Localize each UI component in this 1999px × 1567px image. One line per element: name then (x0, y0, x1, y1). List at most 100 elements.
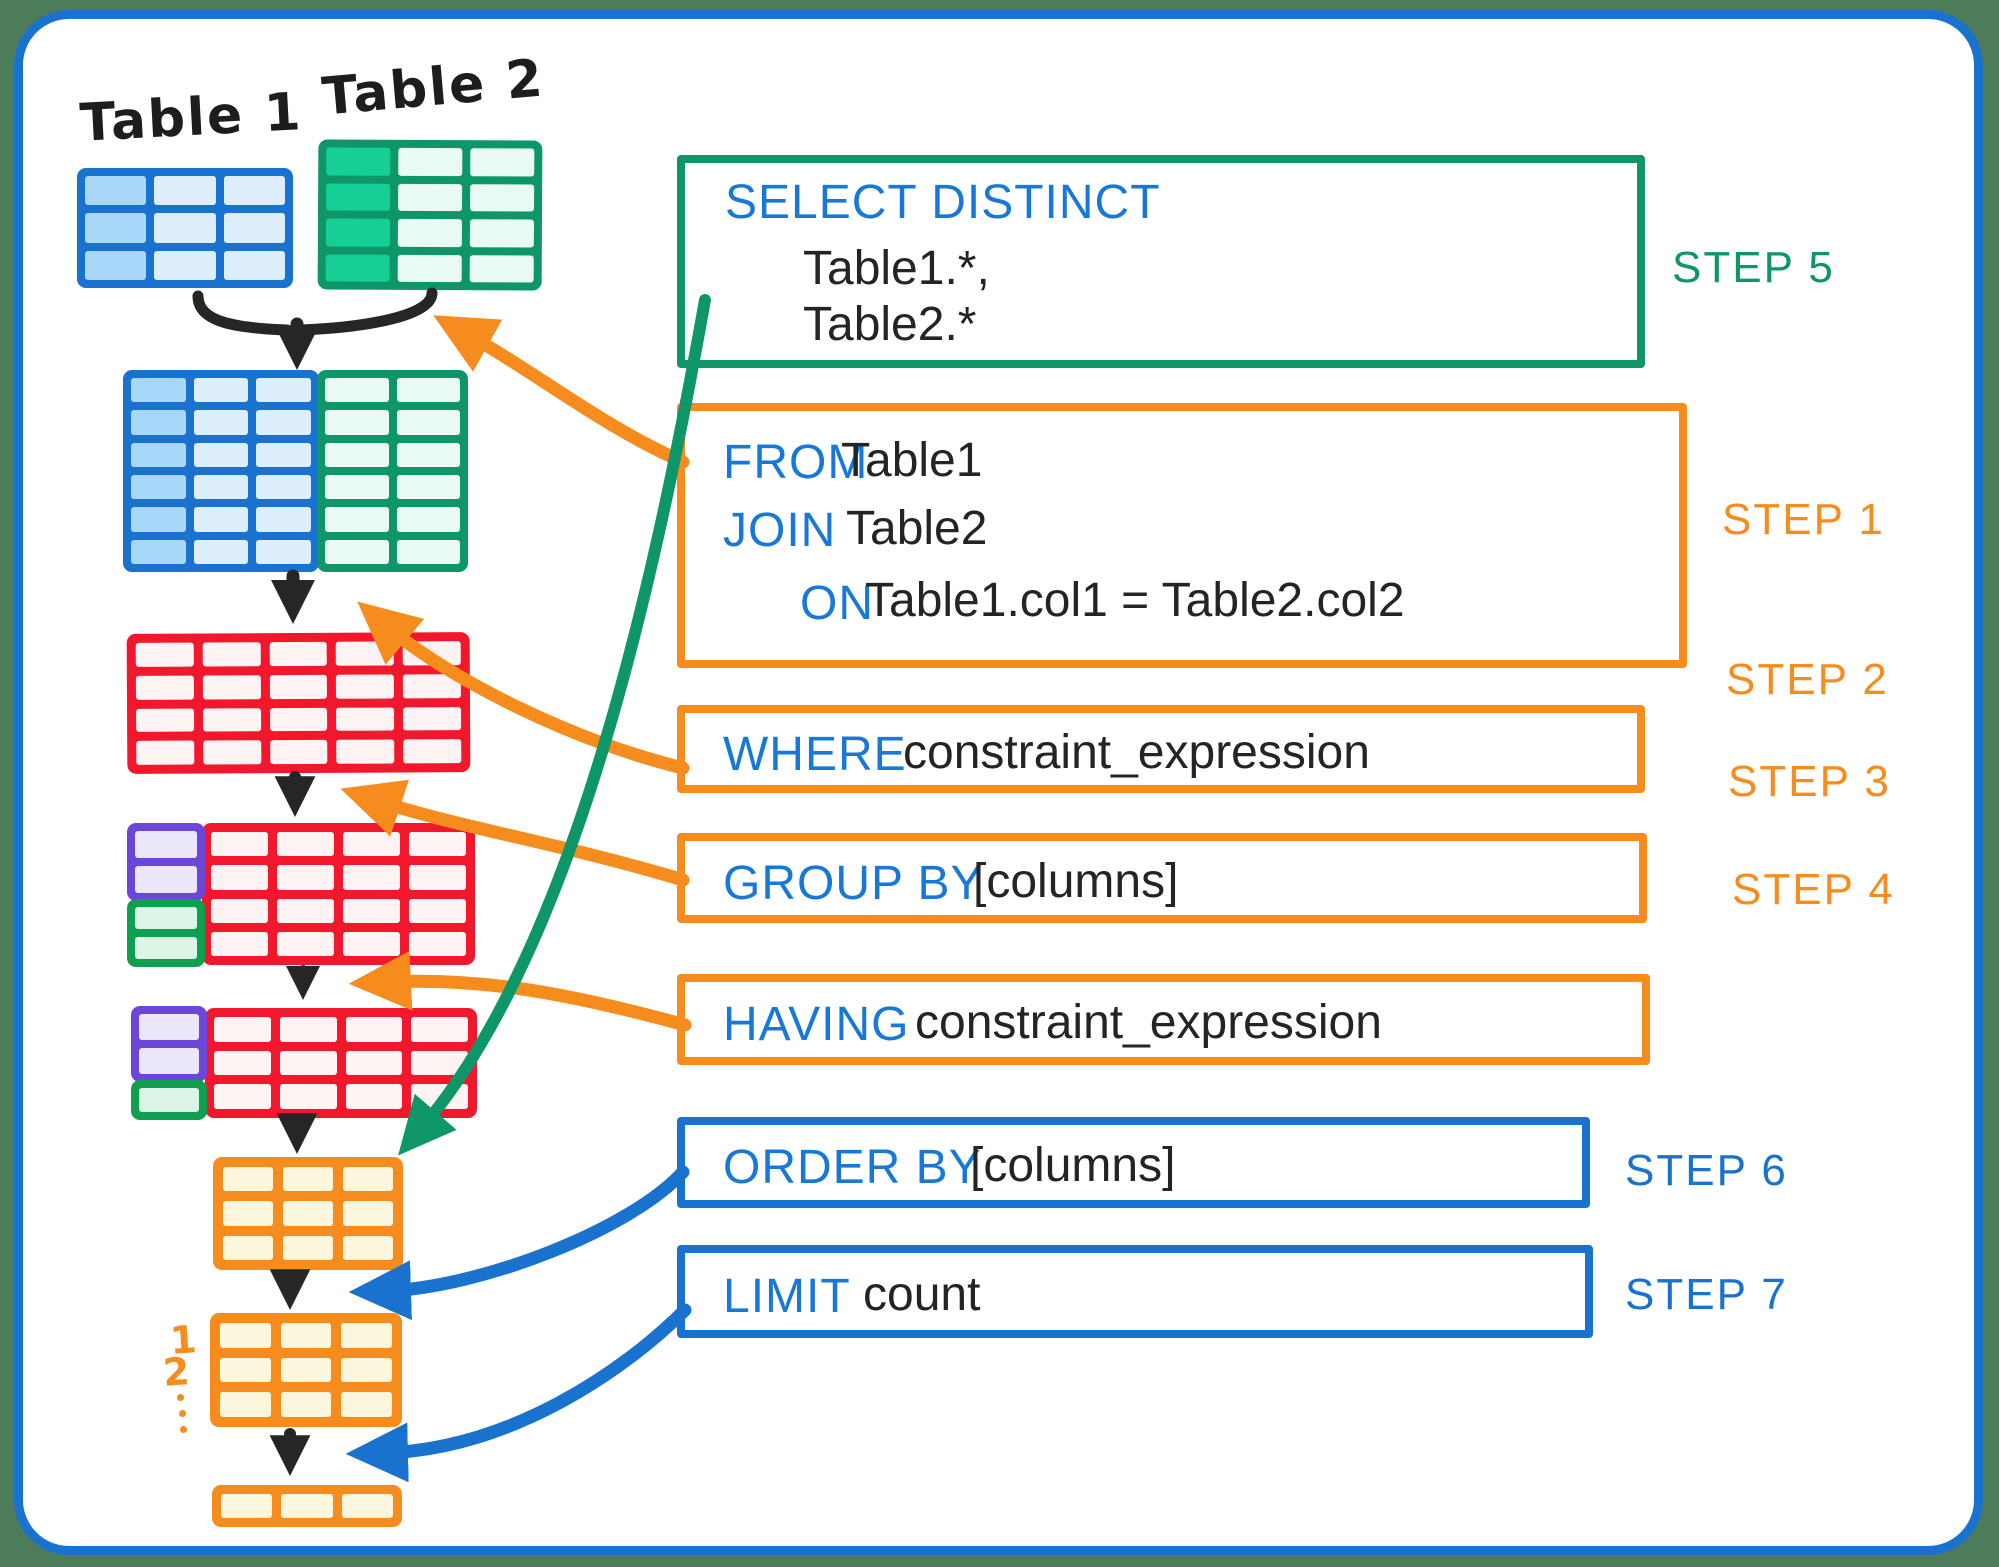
table-cell (283, 1167, 333, 1192)
join-result-blue-part (123, 370, 319, 572)
table-cell (336, 739, 395, 764)
table-cell (396, 442, 460, 467)
table-cell (409, 832, 466, 857)
step-2-label: STEP 2 (1726, 655, 1889, 704)
table-cell (325, 507, 389, 532)
table-cell (325, 475, 389, 500)
table-cell (136, 708, 194, 733)
table-cell (211, 931, 268, 956)
table-cell (280, 1392, 332, 1417)
table-cell (396, 507, 460, 532)
table-cell (398, 147, 463, 176)
group-by-box: GROUP BY [columns] (677, 833, 1647, 923)
table-cell (131, 410, 186, 435)
select-distinct-box: SELECT DISTINCT Table1.*, Table2.* (677, 155, 1645, 368)
on-keyword: ON (800, 577, 874, 630)
groupby-result-table (202, 823, 475, 965)
group-by-keyword: GROUP BY (723, 857, 984, 910)
table-cell (277, 898, 334, 923)
table-cell (223, 250, 285, 280)
table-cell (345, 1084, 403, 1109)
table-cell (154, 250, 216, 280)
table-cell (221, 1494, 273, 1518)
table-cell (256, 475, 311, 500)
table-cell (220, 1357, 271, 1383)
table-cell (343, 865, 400, 890)
table-cell (343, 931, 400, 956)
join-keyword: JOIN (723, 504, 837, 557)
table-cell (341, 1357, 392, 1383)
table-cell (280, 1357, 332, 1383)
where-box: WHERE constraint_expression (677, 705, 1645, 793)
table1-label: Table 1 (78, 82, 304, 154)
table-cell (397, 218, 462, 247)
table-cell (336, 674, 395, 699)
table-cell (193, 539, 249, 564)
table-cell (269, 707, 328, 732)
where-result-table (126, 632, 471, 774)
step-3-label: STEP 3 (1728, 757, 1891, 806)
table2-thumbnail (317, 139, 543, 291)
from-join-box: FROM Table1 JOIN Table2 ON Table1.col1 =… (677, 403, 1687, 668)
table-cell (469, 219, 534, 248)
step-1-label: STEP 1 (1722, 495, 1885, 544)
table-cell (85, 213, 147, 243)
table-cell (269, 641, 328, 666)
table-cell (341, 1494, 393, 1518)
table-cell (397, 254, 462, 283)
having-box: HAVING constraint_expression (677, 974, 1650, 1065)
table-cell (281, 1494, 333, 1518)
table-cell (279, 1084, 337, 1109)
table-cell (325, 539, 389, 564)
step-4-label: STEP 4 (1732, 865, 1895, 914)
ellipsis-dot (177, 1394, 184, 1401)
group-by-arg: [columns] (973, 855, 1179, 908)
table-cell (409, 931, 466, 956)
table-cell (256, 539, 311, 564)
table1-thumbnail (77, 168, 293, 288)
table-cell (139, 1048, 199, 1074)
table-cell (135, 907, 197, 929)
table-cell (135, 831, 197, 858)
table-cell (269, 674, 328, 699)
step-5-label: STEP 5 (1672, 243, 1835, 292)
table-cell (193, 475, 249, 500)
table-cell (279, 1017, 337, 1042)
table-cell (220, 1323, 271, 1348)
having-arg: constraint_expression (915, 996, 1382, 1049)
table-cell (269, 740, 328, 765)
table-cell (343, 832, 400, 857)
table-cell (411, 1050, 468, 1076)
table-cell (325, 253, 390, 282)
table-cell (135, 866, 197, 893)
table-cell (343, 898, 400, 923)
table-cell (154, 213, 216, 243)
table-cell (202, 740, 261, 765)
table-cell (136, 740, 195, 765)
table-cell (325, 410, 389, 435)
ellipsis-dot (179, 1410, 186, 1417)
table-cell (256, 507, 311, 532)
table-cell (409, 898, 466, 923)
table-cell (85, 250, 147, 280)
table-cell (135, 675, 194, 700)
having-keyword: HAVING (723, 998, 910, 1051)
table-cell (343, 1201, 393, 1226)
table-cell (325, 378, 389, 403)
where-arg: constraint_expression (903, 726, 1370, 779)
from-keyword: FROM (723, 436, 869, 489)
table-cell (211, 865, 268, 890)
table-cell (135, 642, 194, 667)
where-keyword: WHERE (723, 728, 907, 781)
table-cell (411, 1017, 468, 1042)
select-result-table (213, 1157, 403, 1270)
table-cell (256, 410, 311, 435)
having-result-table (205, 1008, 477, 1118)
table-cell (280, 1323, 332, 1348)
row-number-2: 2 (161, 1349, 191, 1395)
select-arg-table2: Table2.* (803, 298, 977, 351)
table-cell (154, 176, 216, 206)
table-cell (325, 442, 389, 467)
join-result-green-part (317, 370, 468, 572)
table-cell (223, 1167, 273, 1192)
